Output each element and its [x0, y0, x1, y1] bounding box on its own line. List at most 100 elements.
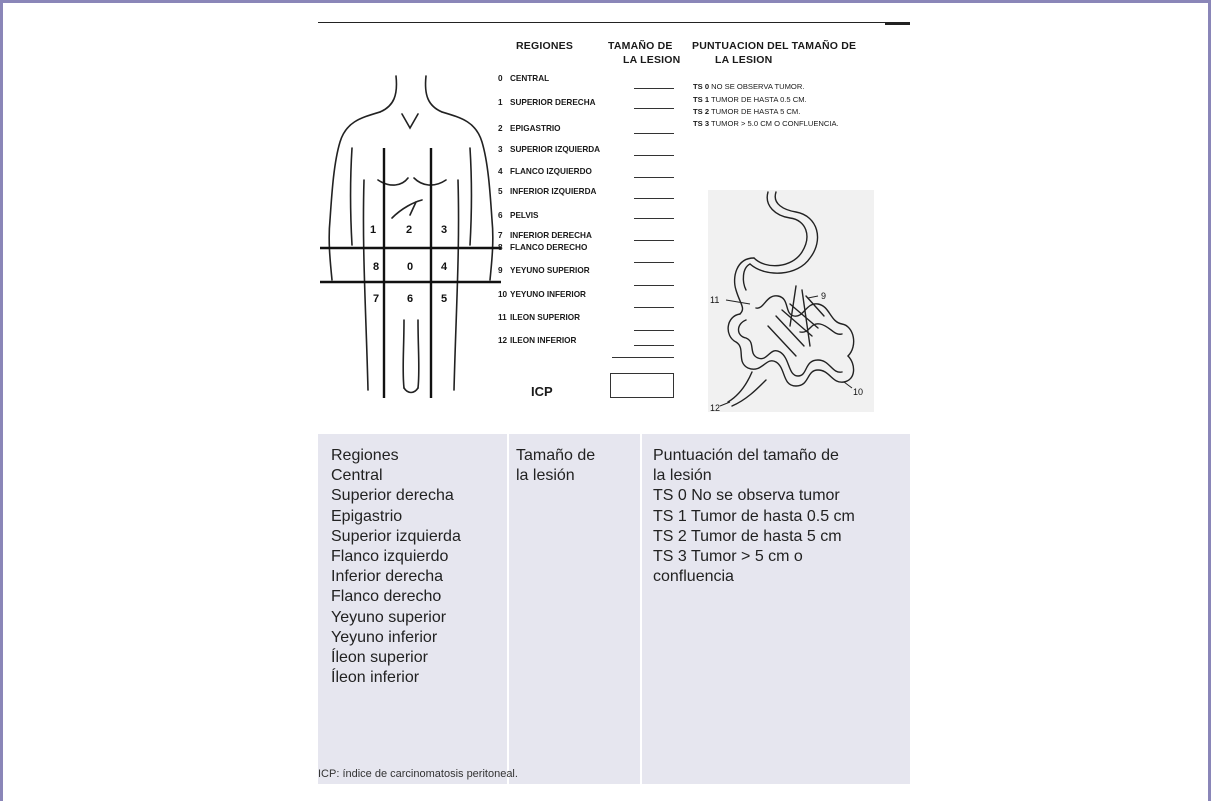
table-cell: Superior izquierda: [331, 527, 507, 547]
size-blank: [634, 108, 674, 109]
score-text: TUMOR > 5.0 CM O CONFLUENCIA.: [711, 119, 839, 128]
region-label: CENTRAL: [510, 74, 549, 83]
size-blank: [634, 218, 674, 219]
region-number: 2: [498, 124, 503, 133]
region-label: INFERIOR IZQUIERDA: [510, 187, 596, 196]
score-item: TS 3 TUMOR > 5.0 CM O CONFLUENCIA.: [693, 119, 839, 128]
translation-table: Regiones Central Superior derecha Epigas…: [318, 434, 910, 784]
size-header-line2: LA LESION: [623, 54, 680, 66]
region-label: SUPERIOR IZQUIERDA: [510, 145, 600, 154]
size-blank: [634, 285, 674, 286]
regions-header: REGIONES: [516, 40, 573, 52]
grid-number: 3: [441, 224, 447, 236]
table-cell: TS 0 No se observa tumor: [653, 486, 910, 506]
region-label: ILEON SUPERIOR: [510, 313, 580, 322]
region-number: 8: [498, 243, 503, 252]
regions-column: Regiones Central Superior derecha Epigas…: [318, 434, 507, 784]
table-cell: Regiones: [331, 446, 507, 466]
size-blank: [634, 262, 674, 263]
size-blank: [612, 357, 674, 358]
table-cell: Íleon inferior: [331, 668, 507, 688]
region-number: 0: [498, 74, 503, 83]
score-header-line2: LA LESION: [715, 54, 772, 66]
table-cell: Flanco izquierdo: [331, 547, 507, 567]
region-label: SUPERIOR DERECHA: [510, 98, 596, 107]
score-text: TUMOR DE HASTA 5 CM.: [711, 107, 800, 116]
score-item: TS 1 TUMOR DE HASTA 0.5 CM.: [693, 95, 807, 104]
score-item: TS 0 NO SE OBSERVA TUMOR.: [693, 82, 804, 91]
score-item: TS 2 TUMOR DE HASTA 5 CM.: [693, 107, 800, 116]
size-blank: [634, 330, 674, 331]
region-label: PELVIS: [510, 211, 539, 220]
score-text: NO SE OBSERVA TUMOR.: [711, 82, 804, 91]
grid-number: 4: [441, 261, 448, 273]
table-cell: Inferior derecha: [331, 567, 507, 587]
grid-number: 0: [407, 261, 413, 273]
score-code: TS 2: [693, 107, 709, 116]
table-cell: la lesión: [653, 466, 910, 486]
size-blank: [634, 240, 674, 241]
table-cell: Epigastrio: [331, 507, 507, 527]
region-label: INFERIOR DERECHA: [510, 231, 592, 240]
region-label: ILEON INFERIOR: [510, 336, 576, 345]
region-number: 4: [498, 167, 503, 176]
region-label: FLANCO DERECHO: [510, 243, 587, 252]
top-rule-accent: [885, 23, 910, 25]
size-blank: [634, 345, 674, 346]
icp-box: [610, 373, 674, 398]
region-number: 12: [498, 336, 507, 345]
table-cell: Tamaño de: [516, 446, 640, 466]
intestine-number: 9: [821, 291, 826, 301]
region-number: 3: [498, 145, 503, 154]
grid-number: 6: [407, 293, 413, 305]
grid-number: 7: [373, 293, 379, 305]
region-number: 1: [498, 98, 503, 107]
region-number: 6: [498, 211, 503, 220]
grid-number: 2: [406, 224, 412, 236]
region-number: 10: [498, 290, 507, 299]
region-label: FLANCO IZQUIERDO: [510, 167, 592, 176]
score-header-line1: PUNTUACION DEL TAMAÑO DE: [692, 40, 856, 52]
size-blank: [634, 307, 674, 308]
intestine-number: 10: [853, 387, 863, 397]
size-blank: [634, 198, 674, 199]
table-cell: TS 3 Tumor > 5 cm o: [653, 547, 910, 567]
table-cell: TS 2 Tumor de hasta 5 cm: [653, 527, 910, 547]
table-cell: TS 1 Tumor de hasta 0.5 cm: [653, 507, 910, 527]
table-cell: Flanco derecho: [331, 587, 507, 607]
table-cell: Yeyuno superior: [331, 608, 507, 628]
intestine-number: 12: [710, 403, 720, 413]
grid-number: 1: [370, 224, 376, 236]
figure-caption: ICP: índice de carcinomatosis peritoneal…: [318, 768, 518, 780]
intestine-diagram: 11 9 10 12: [706, 186, 876, 418]
table-cell: Central: [331, 466, 507, 486]
table-cell: confluencia: [653, 567, 910, 587]
table-cell: Puntuación del tamaño de: [653, 446, 910, 466]
top-rule: [318, 22, 910, 23]
score-code: TS 1: [693, 95, 709, 104]
size-blank: [634, 155, 674, 156]
size-header-line1: TAMAÑO DE: [608, 40, 673, 52]
table-cell: Superior derecha: [331, 486, 507, 506]
score-code: TS 3: [693, 119, 709, 128]
icp-label: ICP: [531, 384, 553, 399]
region-number: 11: [498, 313, 507, 322]
intestine-number: 11: [710, 295, 719, 305]
size-blank: [634, 133, 674, 134]
torso-diagram: 1 2 3 8 0 4 7 6 5: [318, 70, 503, 400]
region-label: YEYUNO SUPERIOR: [510, 266, 590, 275]
score-column: Puntuación del tamaño de la lesión TS 0 …: [640, 434, 910, 784]
score-text: TUMOR DE HASTA 0.5 CM.: [711, 95, 807, 104]
region-number: 7: [498, 231, 503, 240]
grid-number: 5: [441, 293, 447, 305]
table-cell: la lesión: [516, 466, 640, 486]
region-number: 5: [498, 187, 503, 196]
region-label: EPIGASTRIO: [510, 124, 561, 133]
size-column: Tamaño de la lesión: [507, 434, 640, 784]
region-number: 9: [498, 266, 503, 275]
region-label: YEYUNO INFERIOR: [510, 290, 586, 299]
table-cell: Íleon superior: [331, 648, 507, 668]
table-cell: Yeyuno inferior: [331, 628, 507, 648]
size-blank: [634, 177, 674, 178]
grid-number: 8: [373, 261, 379, 273]
